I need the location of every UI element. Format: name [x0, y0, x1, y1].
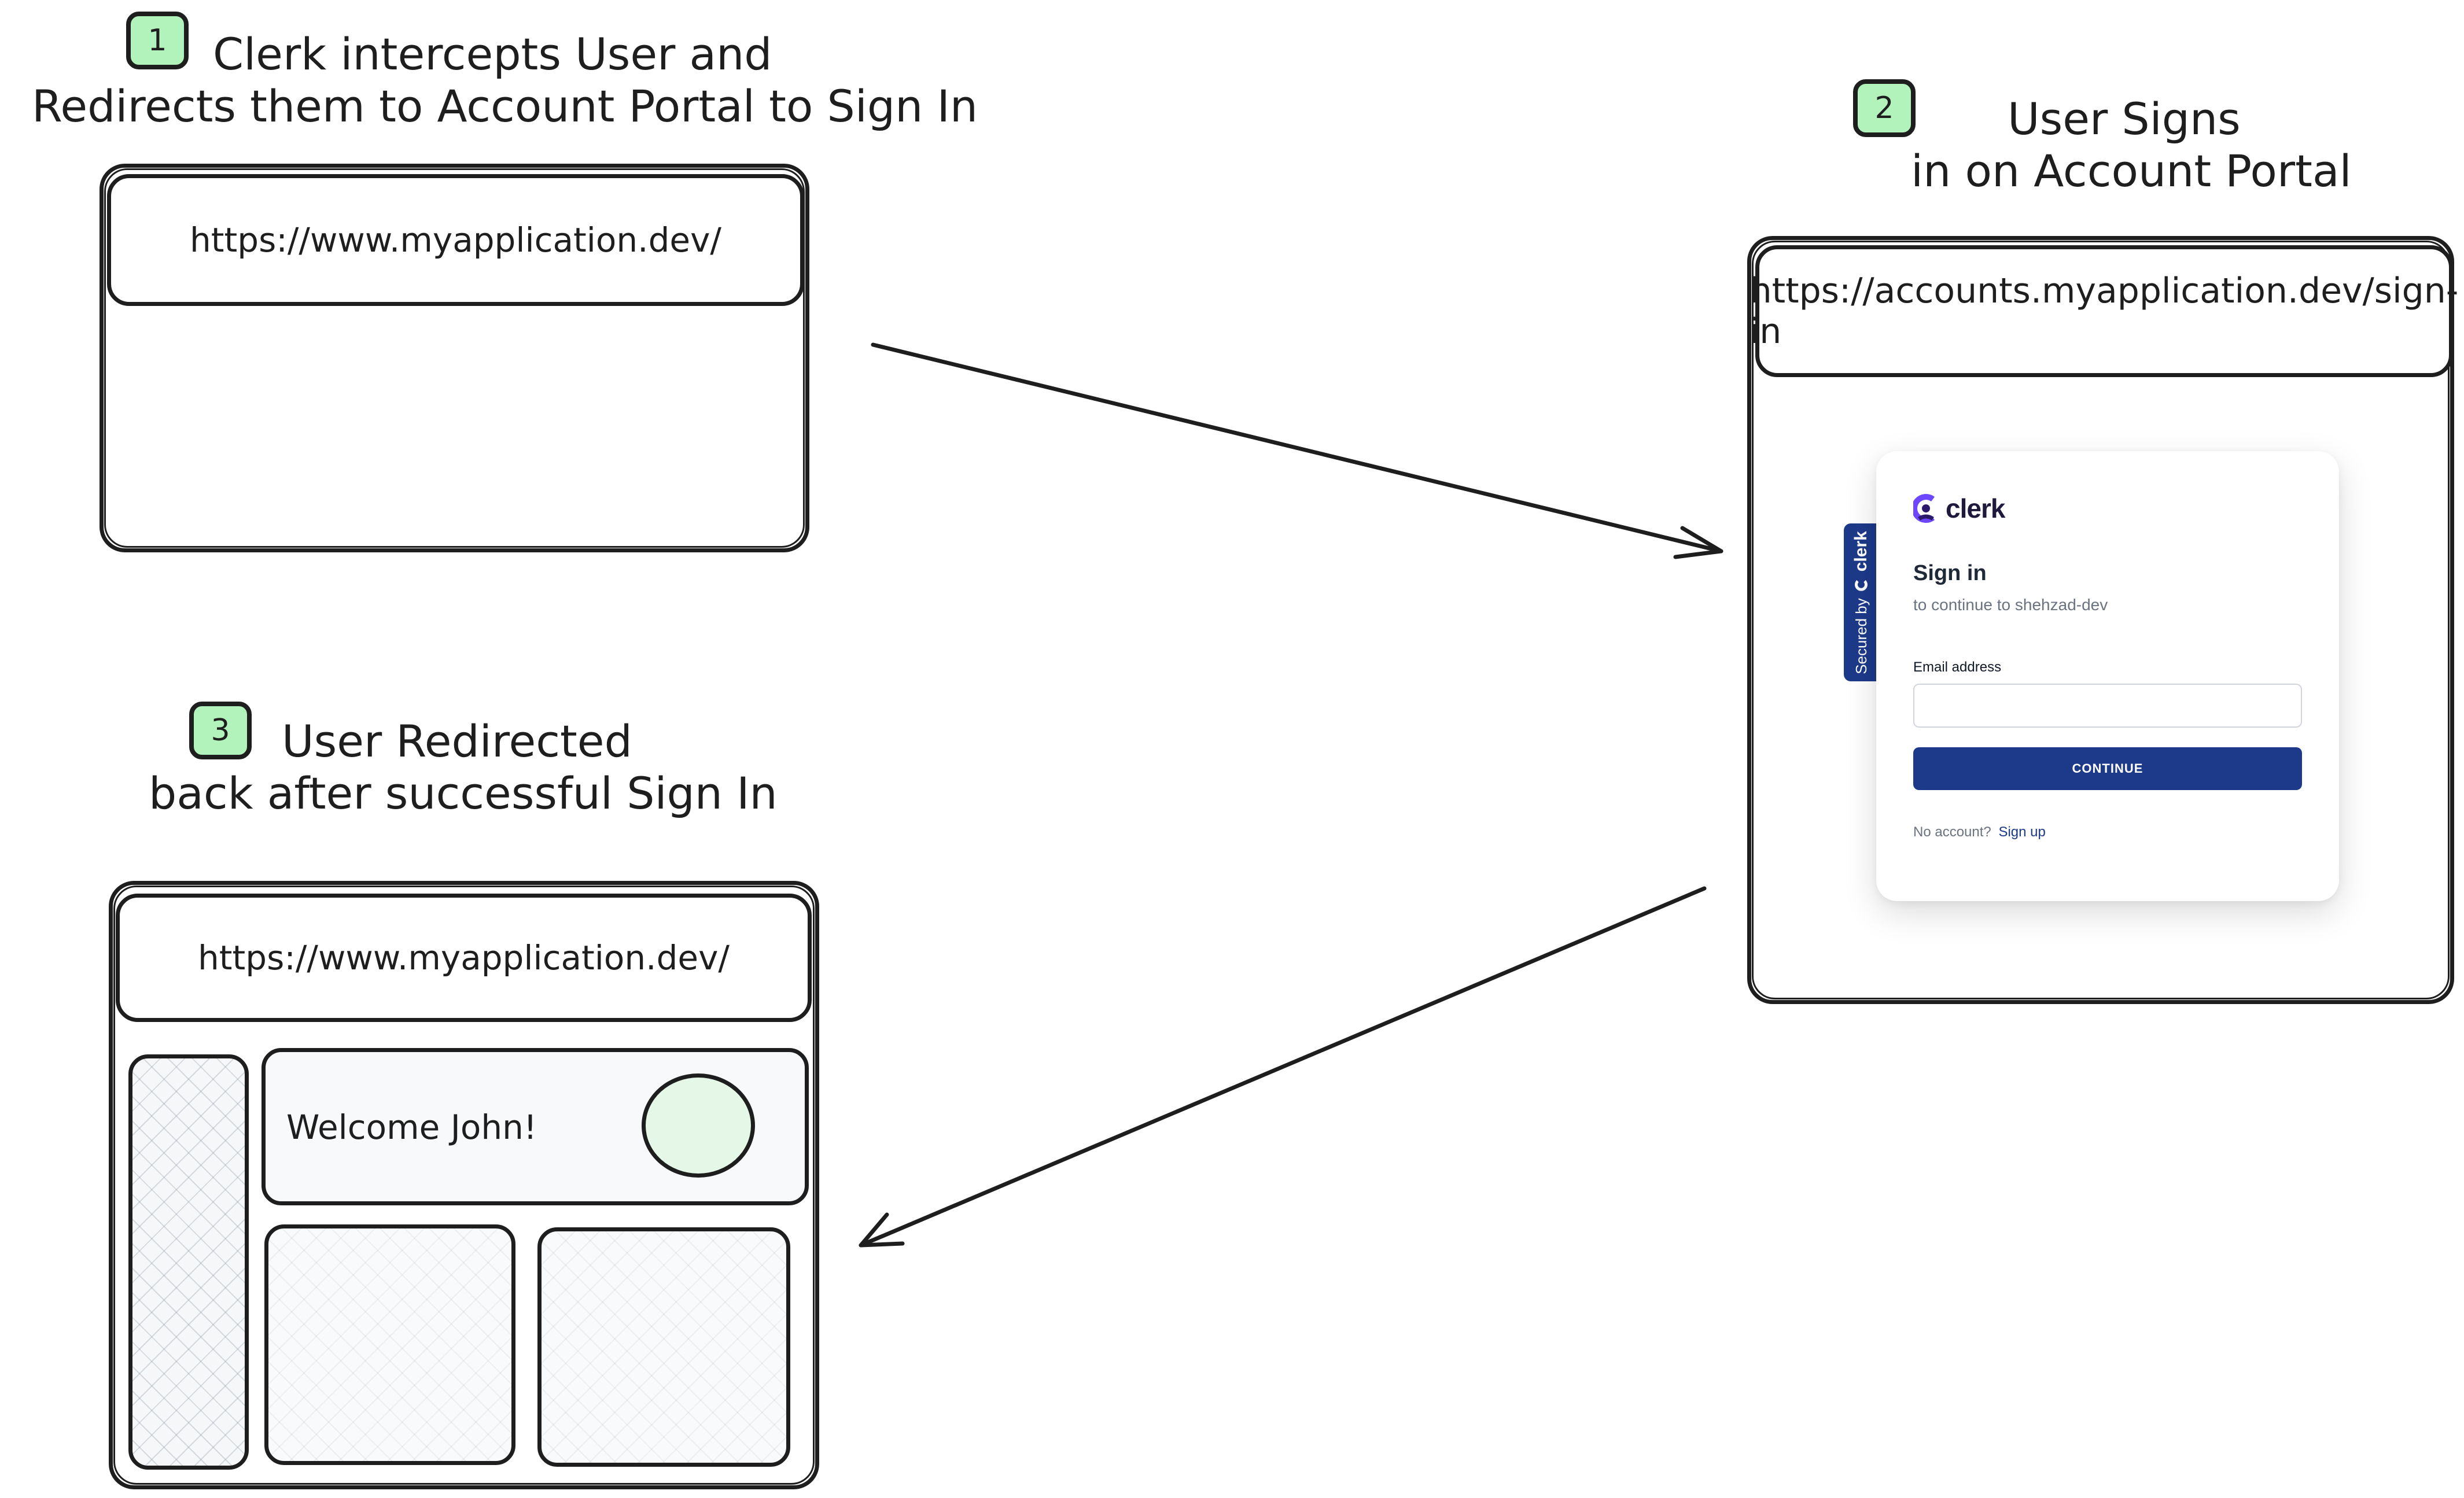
arrow-to-portal: [871, 342, 1723, 559]
app-address-bar[interactable]: https://www.myapplication.dev/: [107, 174, 804, 306]
arrow-to-app: [859, 886, 1707, 1248]
continue-button[interactable]: CONTINUE: [1913, 747, 2302, 790]
step-1-line1: Clerk intercepts User and: [213, 28, 772, 80]
app-window-initial: [100, 164, 809, 552]
signup-row: No account? Sign up: [1913, 824, 2046, 840]
step-2-line1: User Signs: [2008, 93, 2241, 145]
step-3-line2: back after successful Sign In: [149, 768, 778, 819]
step-3-line1: User Redirected: [282, 715, 632, 767]
step-2-number: 2: [1874, 91, 1894, 126]
step-2-line2: in on Account Portal: [1911, 145, 2352, 197]
email-label: Email address: [1913, 659, 2002, 675]
step-1-number: 1: [148, 23, 167, 58]
signin-subtitle: to continue to shehzad-dev: [1913, 596, 2108, 614]
return-address-bar[interactable]: https://www.myapplication.dev/: [116, 894, 812, 1022]
dashboard-sidebar: [128, 1054, 249, 1470]
portal-window-frame: [1752, 241, 2450, 999]
portal-window: [1747, 236, 2454, 1004]
clerk-logo: clerk: [1913, 493, 2005, 524]
step-1-badge: 1: [126, 12, 189, 69]
no-account-text: No account?: [1913, 824, 1991, 840]
welcome-text: Welcome John!: [286, 1108, 537, 1147]
secured-by-tab: Secured by clerk: [1844, 523, 1879, 681]
clerk-logo-text: clerk: [1946, 493, 2005, 523]
continue-button-label: CONTINUE: [2072, 761, 2143, 776]
portal-address-bar[interactable]: https://accounts.myapplication.dev/sign-…: [1750, 245, 2458, 377]
email-field[interactable]: [1913, 684, 2302, 728]
app-window-initial-frame: [104, 168, 805, 548]
content-card-right: [537, 1227, 790, 1467]
step-3-badge: 3: [189, 702, 252, 759]
step-1-line2: Redirects them to Account Portal to Sign…: [32, 80, 978, 132]
content-card-left: [264, 1224, 515, 1465]
secured-clerk-logo-icon: [1855, 578, 1868, 591]
step-2-badge: 2: [1853, 79, 1916, 137]
welcome-panel: Welcome John!: [261, 1048, 809, 1205]
return-url: https://www.myapplication.dev/: [198, 938, 730, 977]
avatar[interactable]: [642, 1073, 755, 1178]
app-url: https://www.myapplication.dev/: [190, 220, 721, 260]
signin-title: Sign in: [1913, 561, 1987, 585]
app-window-return: [109, 881, 819, 1489]
portal-url: https://accounts.myapplication.dev/sign-…: [1750, 271, 2459, 352]
secured-by-brand: clerk: [1851, 530, 1870, 571]
secured-by-label: Secured by: [1852, 597, 1870, 674]
step-3-number: 3: [211, 713, 230, 748]
signin-card: clerk Sign in to continue to shehzad-dev…: [1876, 451, 2339, 901]
app-window-return-frame: [113, 885, 815, 1485]
signup-link[interactable]: Sign up: [1998, 824, 2046, 840]
clerk-logo-icon: [1913, 494, 1935, 523]
